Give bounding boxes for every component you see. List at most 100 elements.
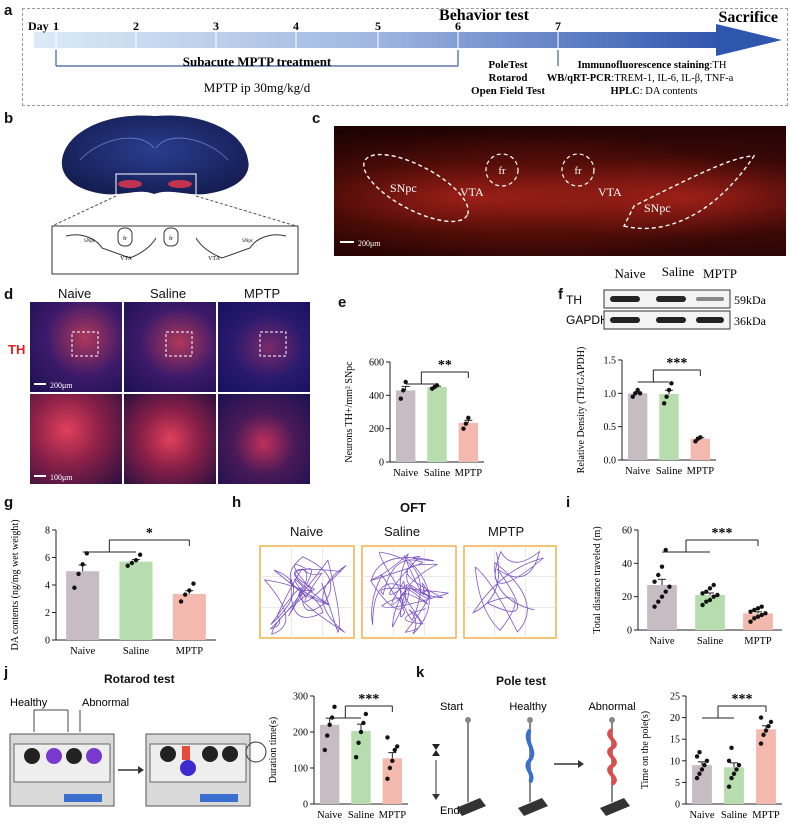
chart-k-y-label: Time on the pole(s) xyxy=(640,711,651,789)
wb-group-saline: Saline xyxy=(662,264,695,279)
chart-i-point-mptp xyxy=(748,619,753,624)
chart-g-point-mptp xyxy=(187,588,192,593)
panel-label-h: h xyxy=(232,494,242,511)
chart-j-point-naive xyxy=(327,722,332,727)
chart-i-point-mptp xyxy=(755,614,761,619)
chart-e-y-tick-label: 0 xyxy=(379,458,384,469)
chart-k-point-naive xyxy=(697,771,702,776)
d-group-naive: Naive xyxy=(58,286,92,301)
day-label-6: 6 xyxy=(455,19,461,33)
panel-label-c: c xyxy=(312,110,321,127)
panel-label-g: g xyxy=(4,494,14,511)
chart-e-bar-naive xyxy=(395,390,416,462)
rotarod-apparatus-2 xyxy=(145,733,251,807)
chart-f-point-mptp xyxy=(698,435,703,440)
d-mptp-low xyxy=(218,302,310,392)
chart-f-sig-label: *** xyxy=(666,356,687,371)
chart-e-point-mptp xyxy=(466,415,471,421)
c-vta-left: VTA xyxy=(460,185,484,199)
chart-e-point-mptp xyxy=(461,426,466,431)
chart-k-point-naive xyxy=(699,767,705,772)
chart-e-y-label: Neurons TH+/mm² SNpc xyxy=(344,361,355,463)
chart-k-point-naive xyxy=(694,754,700,759)
chart-e-bar-mptp xyxy=(458,422,479,462)
panel-label-b: b xyxy=(4,110,14,127)
micrograph-overlay: fr fr SNpc SNpc VTA VTA 200μm xyxy=(340,153,756,248)
chart-k-bar-saline xyxy=(724,767,744,804)
chart-k-point-mptp xyxy=(758,715,764,720)
chart-f-point-naive xyxy=(633,391,638,396)
chart-i-point-naive xyxy=(667,584,672,589)
chart-j-point-naive xyxy=(332,704,337,709)
c-snpc-left: SNpc xyxy=(390,181,417,195)
chart-k-y-tick-label: 0 xyxy=(675,800,680,811)
chart-j-point-saline xyxy=(361,720,366,726)
day-label-4: 4 xyxy=(293,19,299,33)
chart-k-point-naive xyxy=(704,758,710,763)
timeline-arrowhead xyxy=(716,24,782,56)
chart-k-sig-label: *** xyxy=(732,692,753,707)
chart-i-point-naive xyxy=(663,589,668,594)
chart-j-sig-label: *** xyxy=(358,692,379,707)
chart-i-y-tick-label: 60 xyxy=(622,526,632,537)
chart-i-x-tick-saline: Saline xyxy=(697,636,724,647)
chart-i-y-tick-label: 20 xyxy=(622,592,632,603)
chart-i-point-saline xyxy=(700,602,705,608)
d-group-saline: Saline xyxy=(150,286,187,301)
chart-g-point-saline xyxy=(133,558,139,563)
oft-group-mptp: MPTP xyxy=(488,524,525,539)
panel-label-e: e xyxy=(338,294,347,311)
chart-j-point-naive xyxy=(325,733,330,738)
chart-k-y-tick-label: 25 xyxy=(670,692,680,703)
wb-row-th: TH xyxy=(566,293,582,307)
th-micrograph-wide xyxy=(334,126,786,256)
chart-j-y-tick-label: 200 xyxy=(293,728,308,739)
chart-g-point-saline xyxy=(125,563,130,568)
chart-f-point-saline xyxy=(661,401,667,406)
brain-fr-right: fr xyxy=(169,235,173,242)
d-scale-bottom: 100μm xyxy=(50,473,73,482)
wb-kda-gapdh: 36kDa xyxy=(734,314,767,328)
d-group-mptp: MPTP xyxy=(244,286,281,301)
assay-wb: WB/qRT-PCR:TREM-1, IL-6, IL-β, TNF-a xyxy=(547,73,734,84)
assay-if: Immunofluorescence staining:TH xyxy=(578,60,727,71)
chart-g-point-saline xyxy=(137,552,143,557)
d-stain-label: TH xyxy=(8,342,26,357)
chart-i-point-saline xyxy=(707,586,713,591)
chart-j-point-mptp xyxy=(387,765,393,771)
chart-e-point-naive xyxy=(398,396,404,401)
oft-arena-naive xyxy=(259,545,355,639)
chart-g-bar-saline xyxy=(119,561,153,640)
chart-g-y-tick-label: 6 xyxy=(45,553,50,564)
pole-healthy-label: Healthy xyxy=(509,701,547,713)
chart-k-x-tick-saline: Saline xyxy=(721,810,748,821)
c-fr-left: fr xyxy=(498,165,506,177)
chart-f-point-saline xyxy=(669,381,674,386)
rotarod-illustration: Healthy Abnormal xyxy=(9,697,267,807)
rotarod-apparatus-1 xyxy=(9,733,115,807)
chart-e-y-tick-label: 200 xyxy=(369,424,384,435)
chart-k-point-saline xyxy=(729,775,734,781)
chart-i-y-label: Total distance traveled (m) xyxy=(592,526,603,633)
day-label-7: 7 xyxy=(555,19,561,33)
chart-g-x-tick-saline: Saline xyxy=(123,646,150,657)
chart-g-sig-label: * xyxy=(146,526,153,541)
chart-j-x-tick-saline: Saline xyxy=(348,810,375,821)
brain-snpc-right: SNpc xyxy=(242,239,254,244)
chart-i-point-mptp xyxy=(759,604,764,609)
chart-i-bar-naive xyxy=(647,585,677,630)
chart-e-point-naive xyxy=(403,379,408,385)
timeline-frame xyxy=(22,8,788,106)
chart-j-x-tick-mptp: MPTP xyxy=(379,810,407,821)
day-label-5: 5 xyxy=(375,19,381,33)
chart-g-x-tick-mptp: MPTP xyxy=(176,646,204,657)
chart-k-point-mptp xyxy=(758,741,764,746)
chart-g-point-mptp xyxy=(183,592,188,597)
chart-i-point-naive xyxy=(659,594,665,599)
chart-k-point-saline xyxy=(734,767,739,772)
chart-e-point-naive xyxy=(401,388,406,393)
panel-label-k: k xyxy=(416,664,425,681)
